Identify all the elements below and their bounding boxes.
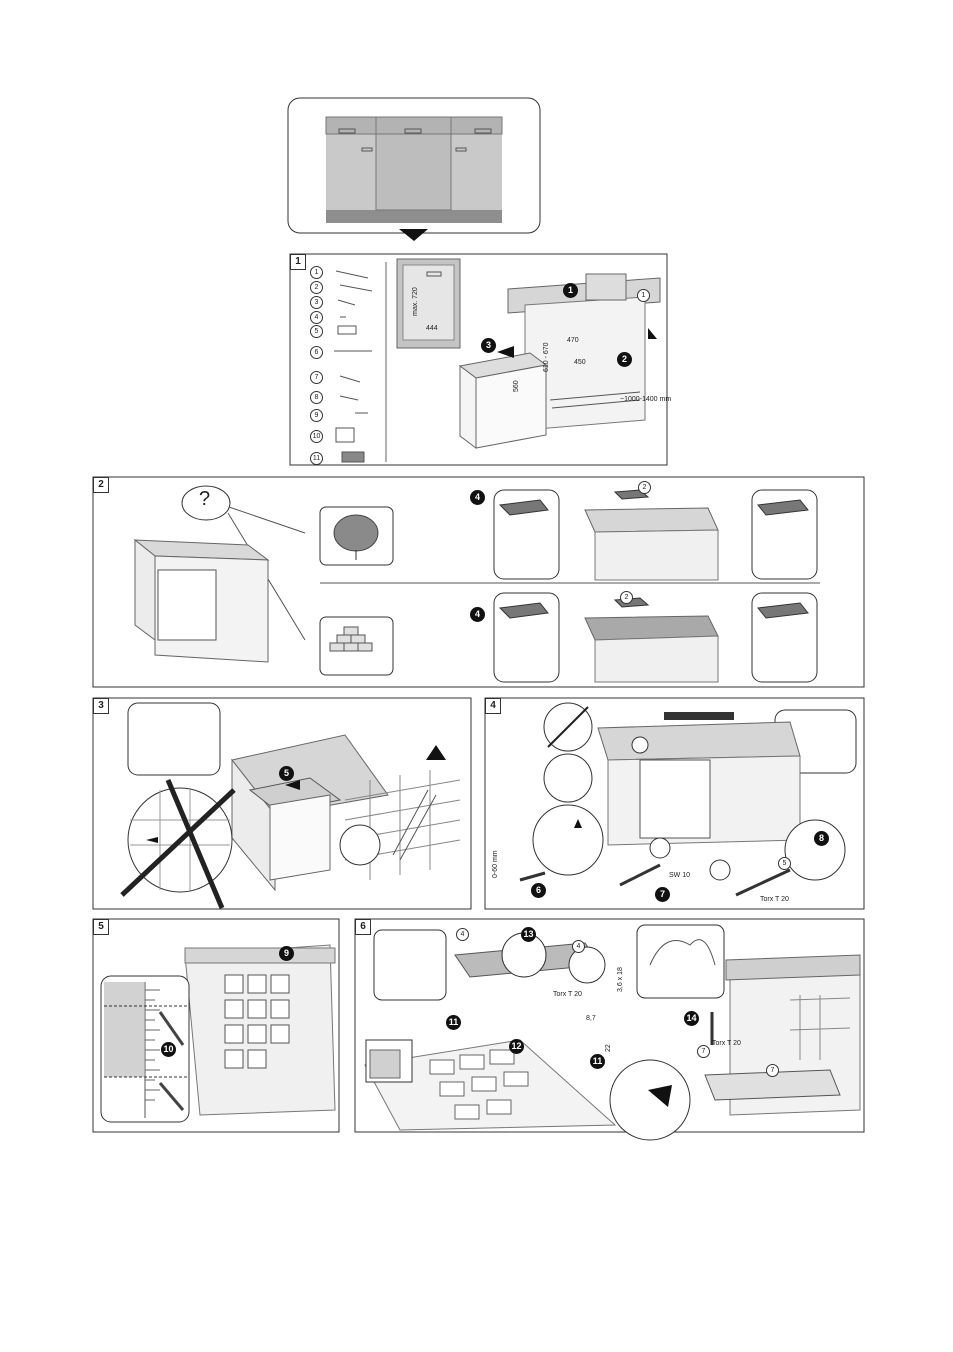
torx-label-1: Torx T 20 bbox=[553, 991, 582, 998]
step-badge-3: 3 bbox=[481, 338, 496, 353]
step-badge-11-b: 11 bbox=[590, 1054, 605, 1069]
part-number-9: 9 bbox=[310, 409, 323, 422]
panel-number-2: 2 bbox=[93, 477, 109, 493]
depth-dim-label: 8,7 bbox=[586, 1015, 596, 1022]
torx-label-2: Torx T 20 bbox=[712, 1040, 741, 1047]
part-ref-2-stone: 2 bbox=[620, 591, 633, 604]
part-ref-5: 5 bbox=[778, 857, 791, 870]
part-number-5: 5 bbox=[310, 325, 323, 338]
part-number-3: 3 bbox=[310, 296, 323, 309]
wrench-size-label: SW 10 bbox=[669, 872, 690, 879]
part-number-1: 1 bbox=[310, 266, 323, 279]
part-number-7: 7 bbox=[310, 371, 323, 384]
panel-number-5: 5 bbox=[93, 919, 109, 935]
depth-label: 560 bbox=[513, 380, 520, 392]
part-number-10: 10 bbox=[310, 430, 323, 443]
panel-number-6: 6 bbox=[355, 919, 371, 935]
part-number-8: 8 bbox=[310, 391, 323, 404]
step-badge-14: 14 bbox=[684, 1011, 699, 1026]
step-badge-4-stone: 4 bbox=[470, 607, 485, 622]
part-number-4: 4 bbox=[310, 311, 323, 324]
question-mark: ? bbox=[199, 488, 210, 511]
part-number-11: 11 bbox=[310, 452, 323, 465]
part-ref-7-a: 7 bbox=[697, 1045, 710, 1058]
panel-number-3: 3 bbox=[93, 698, 109, 714]
step-badge-11: 11 bbox=[446, 1015, 461, 1030]
height-dim-label: 22 bbox=[605, 1044, 612, 1052]
step-badge-12: 12 bbox=[509, 1039, 524, 1054]
part-number-6: 6 bbox=[310, 346, 323, 359]
length-label: ~1000-1400 mm bbox=[620, 396, 671, 403]
part-ref-4-b: 4 bbox=[572, 940, 585, 953]
screw-dim-label: 3,6 x 18 bbox=[617, 967, 624, 992]
part-ref-7-b: 7 bbox=[766, 1064, 779, 1077]
part-number-2: 2 bbox=[310, 281, 323, 294]
part-ref-2-wood: 2 bbox=[638, 481, 651, 494]
adjust-range-label: 0-60 mm bbox=[492, 850, 499, 878]
torx-label: Torx T 20 bbox=[760, 896, 789, 903]
part-ref-1: 1 bbox=[637, 289, 650, 302]
step-badge-5: 5 bbox=[279, 766, 294, 781]
step-badge-9: 9 bbox=[279, 946, 294, 961]
width-label: 444 bbox=[426, 325, 438, 332]
step-badge-13: 13 bbox=[521, 927, 536, 942]
depth-470-label: 470 bbox=[567, 337, 579, 344]
panel-number-4: 4 bbox=[485, 698, 501, 714]
width-450-label: 450 bbox=[574, 359, 586, 366]
step-badge-1: 1 bbox=[563, 283, 578, 298]
step-badge-4-wood: 4 bbox=[470, 490, 485, 505]
height-range-label: 610 - 670 bbox=[543, 342, 550, 372]
part-ref-4-a: 4 bbox=[456, 928, 469, 941]
panel-number-1: 1 bbox=[290, 254, 306, 270]
step-badge-8: 8 bbox=[814, 831, 829, 846]
step-badge-7: 7 bbox=[655, 887, 670, 902]
max-height-label: max. 720 bbox=[412, 287, 419, 316]
step-badge-6: 6 bbox=[531, 883, 546, 898]
step-badge-10: 10 bbox=[161, 1042, 176, 1057]
step-badge-2: 2 bbox=[617, 352, 632, 367]
